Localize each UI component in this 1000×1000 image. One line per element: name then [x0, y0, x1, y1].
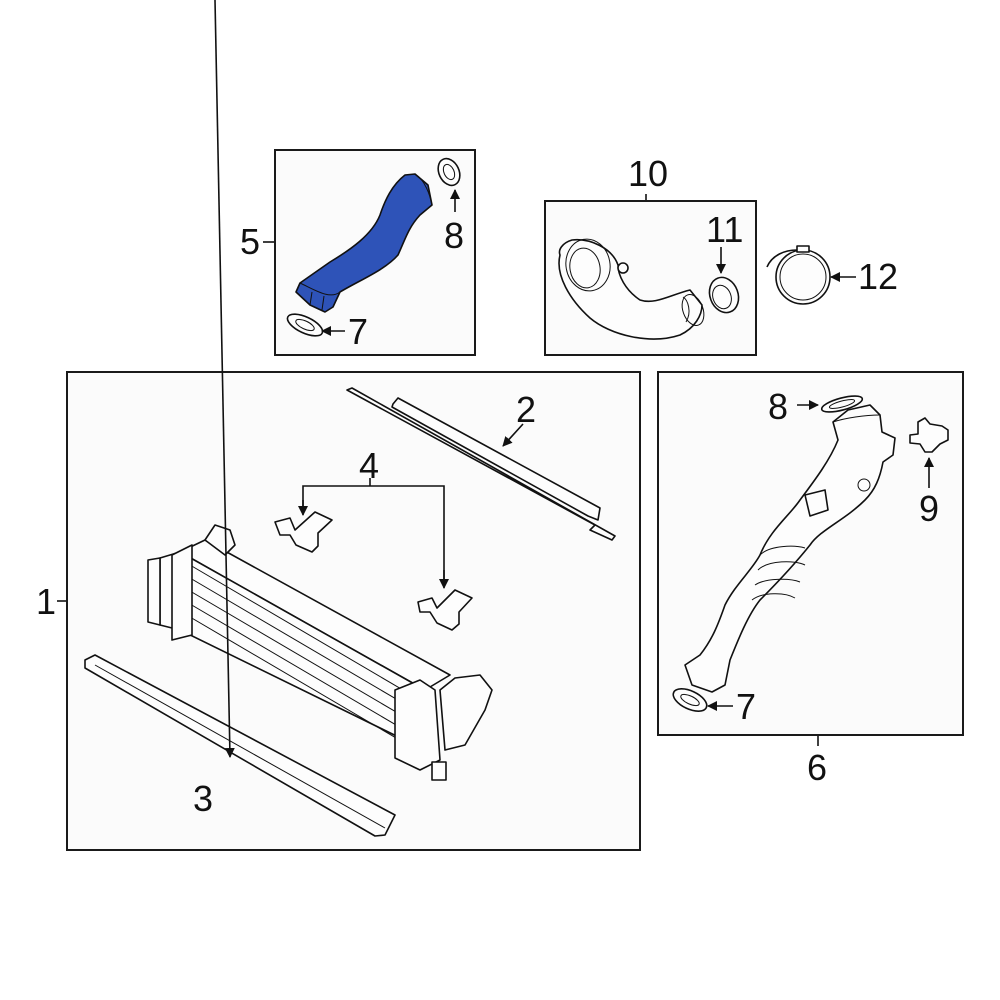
- callout-7-top[interactable]: 7: [348, 311, 369, 352]
- part-9-sensor[interactable]: [909, 417, 949, 453]
- part-8-oring-right[interactable]: [820, 393, 864, 415]
- callout-12[interactable]: 12: [858, 256, 899, 297]
- part-7-oring-top[interactable]: [284, 310, 325, 341]
- callout-3[interactable]: 3: [193, 778, 214, 819]
- part-1-intercooler[interactable]: [147, 524, 493, 781]
- part-11-seal[interactable]: [705, 273, 744, 316]
- callout-6[interactable]: 6: [807, 747, 828, 788]
- part-4-bracket-right[interactable]: [417, 589, 473, 631]
- callout-9[interactable]: 9: [919, 488, 940, 529]
- part-10-intake-pipe[interactable]: [558, 236, 708, 340]
- part-8-oring-top[interactable]: [434, 155, 464, 189]
- part-12-hose-clamp[interactable]: [766, 245, 831, 305]
- callout-1[interactable]: 1: [36, 581, 57, 622]
- callout-8-right[interactable]: 8: [768, 386, 789, 427]
- part-4-bracket-left[interactable]: [274, 511, 333, 553]
- part-6-charge-air-pipe[interactable]: [684, 404, 896, 693]
- part-7-oring-right[interactable]: [670, 684, 710, 716]
- part-5-hose[interactable]: [295, 173, 433, 313]
- part-2-upper-seal-strip[interactable]: [346, 387, 616, 541]
- callout-4[interactable]: 4: [359, 445, 380, 486]
- part-3-lower-seal-strip[interactable]: [84, 654, 396, 837]
- callout-11[interactable]: 11: [706, 209, 744, 250]
- callout-7-right[interactable]: 7: [736, 686, 757, 727]
- callout-5[interactable]: 5: [240, 221, 261, 262]
- callout-2[interactable]: 2: [516, 389, 537, 430]
- callout-8-top[interactable]: 8: [444, 215, 465, 256]
- callout-10[interactable]: 10: [628, 153, 669, 194]
